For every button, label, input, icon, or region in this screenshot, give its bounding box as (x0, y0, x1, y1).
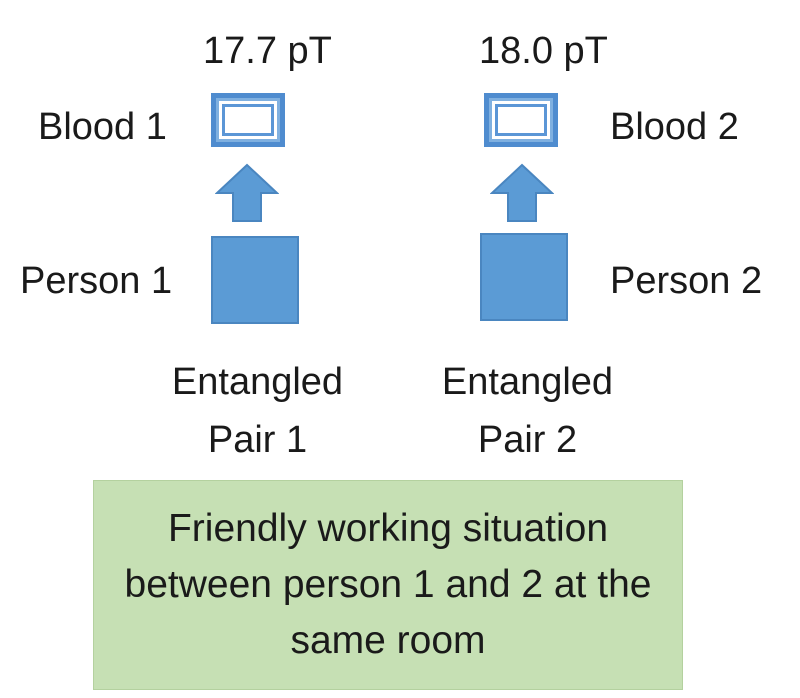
blood-sample-right-inner (495, 104, 547, 136)
situation-text: Friendly working situation between perso… (124, 507, 652, 662)
blood-sample-right-icon (484, 93, 558, 147)
blood-label-left: Blood 1 (38, 106, 167, 148)
blood-sample-left-icon (211, 93, 285, 147)
situation-box: Friendly working situation between perso… (93, 480, 683, 690)
up-arrow-left-icon (215, 163, 279, 222)
person-label-right: Person 2 (610, 260, 763, 302)
entangled-pair-left: Entangled Pair 1 (171, 361, 344, 461)
person-label-left: Person 1 (20, 260, 173, 302)
person-1-icon (211, 236, 299, 324)
entangled-pair-right: Entangled Pair 2 (441, 361, 614, 461)
person-2-icon (480, 233, 568, 321)
measurement-left: 17.7 pT (203, 30, 332, 72)
up-arrow-right-icon (490, 163, 554, 222)
blood-label-right: Blood 2 (610, 106, 739, 148)
measurement-right: 18.0 pT (479, 30, 608, 72)
blood-sample-left-inner (222, 104, 274, 136)
